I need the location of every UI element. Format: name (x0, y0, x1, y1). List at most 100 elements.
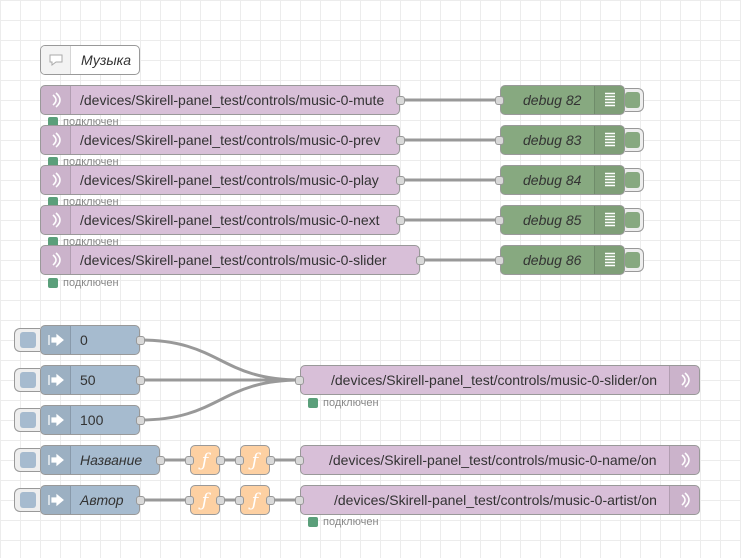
mqtt-topic: /devices/Skirell-panel_test/controls/mus… (334, 492, 657, 508)
output-port[interactable] (136, 496, 145, 505)
mqtt-icon (41, 126, 71, 154)
comment-node[interactable]: Музыка (40, 45, 140, 75)
inject-trigger-button[interactable] (14, 408, 40, 432)
debug-toggle-button[interactable] (625, 128, 644, 152)
inject-node[interactable]: 50 (14, 365, 145, 395)
inject-label: Название (80, 452, 143, 468)
debug-list-icon (594, 166, 624, 194)
debug-toggle-button[interactable] (625, 248, 644, 272)
debug-toggle-button[interactable] (625, 88, 644, 112)
mqtt-in-node[interactable]: /devices/Skirell-panel_test/controls/mus… (40, 165, 405, 195)
output-port[interactable] (216, 456, 225, 465)
output-port[interactable] (216, 496, 225, 505)
status-dot-icon (308, 517, 318, 527)
mqtt-icon (669, 446, 699, 474)
input-port[interactable] (495, 176, 504, 185)
mqtt-in-node[interactable]: /devices/Skirell-panel_test/controls/mus… (40, 125, 405, 155)
function-icon: ƒ (201, 449, 209, 471)
output-port[interactable] (156, 456, 165, 465)
debug-list-icon (594, 86, 624, 114)
mqtt-icon (41, 246, 71, 274)
debug-node[interactable]: debug 84 (495, 165, 644, 195)
output-port[interactable] (416, 256, 425, 265)
debug-list-icon (594, 126, 624, 154)
output-port[interactable] (396, 216, 405, 225)
inject-node[interactable]: 0 (14, 325, 145, 355)
status-indicator: подключен (48, 277, 119, 289)
speech-bubble-icon (41, 46, 71, 74)
output-port[interactable] (136, 416, 145, 425)
function-node[interactable]: ƒ (185, 445, 225, 475)
function-node[interactable]: ƒ (235, 485, 275, 515)
mqtt-icon (41, 166, 71, 194)
debug-toggle-button[interactable] (625, 208, 644, 232)
input-port[interactable] (295, 496, 304, 505)
input-port[interactable] (235, 496, 244, 505)
input-port[interactable] (235, 456, 244, 465)
input-port[interactable] (495, 216, 504, 225)
status-dot-icon (48, 278, 58, 288)
mqtt-topic: /devices/Skirell-panel_test/controls/mus… (80, 172, 379, 188)
comment-label: Музыка (81, 52, 132, 68)
function-node[interactable]: ƒ (235, 445, 275, 475)
debug-label: debug 85 (523, 212, 582, 228)
output-port[interactable] (266, 496, 275, 505)
input-port[interactable] (185, 456, 194, 465)
output-port[interactable] (266, 456, 275, 465)
input-port[interactable] (495, 96, 504, 105)
input-port[interactable] (495, 136, 504, 145)
output-port[interactable] (396, 136, 405, 145)
debug-node[interactable]: debug 85 (495, 205, 644, 235)
wire (139, 338, 301, 382)
mqtt-out-node[interactable]: /devices/Skirell-panel_test/controls/mus… (295, 365, 700, 395)
arrow-in-icon (41, 406, 71, 434)
inject-trigger-button[interactable] (14, 368, 40, 392)
mqtt-in-node[interactable]: /devices/Skirell-panel_test/controls/mus… (40, 85, 405, 115)
debug-node[interactable]: debug 86 (495, 245, 644, 275)
input-port[interactable] (185, 496, 194, 505)
mqtt-out-node[interactable]: /devices/Skirell-panel_test/controls/mus… (295, 445, 700, 475)
arrow-in-icon (41, 446, 71, 474)
status-dot-icon (48, 197, 58, 207)
debug-label: debug 86 (523, 252, 582, 268)
status-text: подключен (63, 277, 119, 289)
mqtt-topic: /devices/Skirell-panel_test/controls/mus… (329, 452, 657, 468)
debug-label: debug 82 (523, 92, 582, 108)
mqtt-topic: /devices/Skirell-panel_test/controls/mus… (80, 92, 385, 108)
inject-trigger-button[interactable] (14, 488, 40, 512)
mqtt-icon (41, 86, 71, 114)
input-port[interactable] (295, 376, 304, 385)
debug-list-icon (594, 206, 624, 234)
status-dot-icon (48, 157, 58, 167)
mqtt-out-node[interactable]: /devices/Skirell-panel_test/controls/mus… (295, 485, 700, 515)
debug-toggle-button[interactable] (625, 168, 644, 192)
status-indicator: подключен (308, 397, 379, 409)
inject-node[interactable]: 100 (14, 405, 145, 435)
mqtt-in-node[interactable]: /devices/Skirell-panel_test/controls/mus… (40, 245, 425, 275)
inject-node[interactable]: Название (14, 445, 165, 475)
output-port[interactable] (396, 176, 405, 185)
input-port[interactable] (295, 456, 304, 465)
arrow-in-icon (41, 486, 71, 514)
mqtt-topic: /devices/Skirell-panel_test/controls/mus… (80, 132, 381, 148)
inject-trigger-button[interactable] (14, 448, 40, 472)
mqtt-topic: /devices/Skirell-panel_test/controls/mus… (331, 372, 658, 388)
inject-label: 100 (80, 412, 104, 428)
debug-label: debug 84 (523, 172, 582, 188)
inject-trigger-button[interactable] (14, 328, 40, 352)
mqtt-icon (41, 206, 71, 234)
mqtt-icon (669, 486, 699, 514)
debug-node[interactable]: debug 83 (495, 125, 644, 155)
function-node[interactable]: ƒ (185, 485, 225, 515)
status-indicator: подключен (308, 516, 379, 528)
inject-node[interactable]: Автор (14, 485, 145, 515)
input-port[interactable] (495, 256, 504, 265)
output-port[interactable] (136, 336, 145, 345)
debug-node[interactable]: debug 82 (495, 85, 644, 115)
inject-label: 0 (80, 332, 88, 348)
debug-label: debug 83 (523, 132, 582, 148)
debug-list-icon (594, 246, 624, 274)
mqtt-in-node[interactable]: /devices/Skirell-panel_test/controls/mus… (40, 205, 405, 235)
output-port[interactable] (136, 376, 145, 385)
output-port[interactable] (396, 96, 405, 105)
